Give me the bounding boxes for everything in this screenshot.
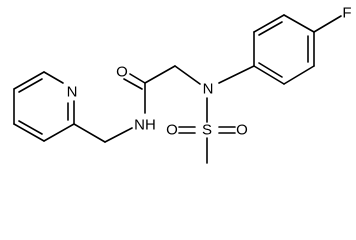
molecule-structure-diagram: F O N NH N S O O — [13, 5, 352, 164]
atom-carbonyl-oxygen: O — [116, 64, 128, 81]
sulfonyl-group — [178, 126, 236, 164]
ring-bond — [13, 123, 45, 142]
atom-sulfonamide-nitrogen: N — [203, 81, 214, 98]
bond-n-ch2 — [174, 65, 201, 85]
fluorophenyl-ring — [253, 14, 342, 85]
ring-bond — [253, 65, 285, 85]
bond-ch2-carbonyl — [144, 65, 176, 84]
ring-double-bond-inner — [258, 21, 283, 36]
ring-double-bond-inner — [258, 62, 283, 78]
ring-bond — [43, 123, 75, 142]
atom-pyridine-nitrogen: N — [67, 84, 78, 101]
atom-sulfonyl-oxygen-left: O — [166, 122, 178, 139]
ring-double-bond-inner — [18, 120, 43, 135]
ring-double-bond-inner — [18, 78, 43, 93]
atom-sulfur: S — [202, 122, 212, 139]
ring-bond — [13, 71, 45, 90]
bond-n-aryl — [218, 65, 255, 84]
bond-c-f — [313, 15, 342, 33]
atom-sulfonyl-oxygen-right: O — [236, 122, 248, 139]
pyridine-ring — [13, 71, 75, 142]
ring-bond — [283, 65, 315, 85]
bond-c-o-double — [123, 78, 143, 90]
bond-c-o — [129, 73, 146, 84]
atom-amide-nh: NH — [134, 117, 156, 134]
ring-bond — [253, 14, 285, 33]
bond-ch2-pyridine — [73, 123, 106, 143]
atom-fluorine: F — [342, 5, 351, 22]
ring-bond — [283, 14, 315, 33]
ring-bond — [43, 71, 64, 84]
bond-nh-ch2 — [104, 127, 133, 143]
